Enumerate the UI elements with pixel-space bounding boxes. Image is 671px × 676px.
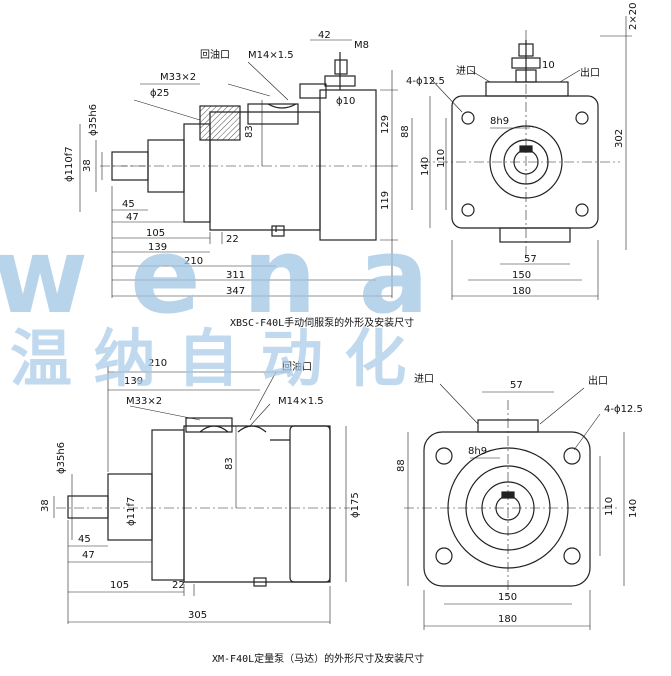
bottom-label-22: 22: [172, 580, 185, 591]
top-label-inlet: 进口: [456, 65, 476, 77]
top-label-8h9: 8h9: [490, 116, 509, 127]
top-front-bolt-hole-2: [575, 111, 589, 125]
bottom-front-bolt-hole-2: [563, 447, 581, 465]
top-label-2x20: 2×20: [628, 3, 639, 30]
top-port-boss-2: [247, 103, 299, 125]
top-label-347: 347: [226, 286, 245, 297]
top-label-phi35h6: ϕ35h6: [88, 104, 99, 136]
bottom-front-dimensions: [407, 383, 625, 630]
top-label-m8: M8: [354, 40, 369, 51]
bottom-label-110: 110: [604, 497, 615, 516]
top-endcap: [319, 89, 377, 241]
watermark-wena: wena: [0, 215, 471, 337]
top-front-bottom-boss: [499, 227, 571, 243]
top-label-holes: 4-ϕ12.5: [406, 76, 445, 87]
bottom-label-8h9: 8h9: [468, 446, 487, 457]
bottom-label-140: 140: [628, 499, 639, 518]
top-label-88: 88: [400, 125, 411, 138]
bottom-label-180: 180: [498, 614, 517, 625]
bottom-label-88: 88: [396, 459, 407, 472]
bottom-caption: XM-F40L定量泵（马达）的外形尺寸及安装尺寸: [212, 652, 424, 665]
bottom-label-83: 83: [224, 457, 235, 470]
top-label-302: 302: [614, 129, 625, 148]
top-side-dimensions: [79, 39, 398, 298]
top-label-110: 110: [436, 149, 447, 168]
bottom-label-105: 105: [110, 580, 129, 591]
top-label-83: 83: [244, 125, 255, 138]
top-label-22: 22: [226, 234, 239, 245]
top-label-105: 105: [146, 228, 165, 239]
bottom-label-210: 210: [148, 358, 167, 369]
top-label-210: 210: [184, 256, 203, 267]
bottom-label-holes: 4-ϕ12.5: [604, 404, 643, 415]
top-label-phi25: ϕ25: [150, 88, 169, 99]
bottom-side-view: [56, 417, 350, 587]
top-label-57: 57: [524, 254, 537, 265]
top-label-outlet: 出口: [580, 66, 600, 79]
watermark: wena 温 纳 自 动 化: [0, 215, 471, 395]
bottom-label-m14: M14×1.5: [278, 396, 324, 407]
top-port-boss: [199, 105, 241, 141]
bottom-flange: [151, 429, 185, 581]
bottom-front-labels: 进口 出口 57 4-ϕ12.5 8h9 88 110 140 150 180: [396, 373, 643, 625]
top-label-180: 180: [512, 286, 531, 297]
top-label-10: 10: [542, 60, 555, 71]
top-front-bolt-hole-4: [575, 203, 589, 217]
top-label-38: 38: [82, 159, 93, 172]
top-label-150: 150: [512, 270, 531, 281]
top-front-view: [420, 30, 620, 256]
top-label-42: 42: [318, 30, 331, 41]
top-label-47: 47: [126, 212, 139, 223]
bottom-side-labels: 210 139 回油口 M33×2 M14×1.5 ϕ35h6 83 ϕ11f7…: [40, 358, 361, 621]
bottom-label-outlet: 出口: [588, 374, 608, 387]
bottom-label-150: 150: [498, 592, 517, 603]
top-label-139: 139: [148, 242, 167, 253]
bottom-label-57: 57: [510, 380, 523, 391]
top-label-140: 140: [420, 157, 431, 176]
top-front-labels: 进口 出口 4-ϕ12.5 10 8h9 88 140 110 302 2×20…: [400, 3, 639, 297]
bottom-front-view: [404, 400, 620, 598]
bottom-label-phi175: ϕ175: [350, 492, 361, 518]
top-label-45: 45: [122, 199, 135, 210]
bottom-label-45: 45: [78, 534, 91, 545]
bottom-label-oil-return: 回油口: [282, 360, 312, 373]
top-label-phi110f7: ϕ110f7: [64, 146, 75, 182]
top-label-m14: M14×1.5: [248, 50, 294, 61]
top-label-119: 119: [380, 191, 391, 210]
bottom-body: [183, 425, 331, 583]
bottom-front-bolt-hole-4: [563, 547, 581, 565]
top-label-129: 129: [380, 115, 391, 134]
bottom-endcap: [289, 425, 331, 583]
bottom-label-phi11f7: ϕ11f7: [126, 497, 137, 526]
top-front-bolt-hole-3: [461, 203, 475, 217]
top-side-labels: 回油口 M14×1.5 42 M8 M33×2 ϕ25 ϕ10 83 ϕ35h6…: [64, 30, 391, 297]
bottom-label-139: 139: [124, 376, 143, 387]
bottom-front-bolt-hole-3: [435, 547, 453, 565]
top-front-bolt-hole-1: [461, 111, 475, 125]
top-label-m33: M33×2: [160, 72, 196, 83]
bottom-shaft: [67, 495, 109, 519]
bottom-side-dimensions: [53, 366, 347, 624]
top-front-top-boss: [485, 81, 569, 97]
bottom-label-inlet: 进口: [414, 373, 434, 385]
bottom-label-phi35h6: ϕ35h6: [56, 442, 67, 474]
top-caption: XBSC-F40L手动伺服泵的外形及安装尺寸: [230, 316, 414, 329]
bottom-port-boss: [185, 417, 233, 433]
bottom-label-m33: M33×2: [126, 396, 162, 407]
bottom-label-305: 305: [188, 610, 207, 621]
top-label-oil-return: 回油口: [200, 48, 230, 61]
bottom-front-bolt-hole-1: [435, 447, 453, 465]
top-label-phi10: ϕ10: [336, 96, 355, 107]
bottom-label-38: 38: [40, 499, 51, 512]
top-front-dimensions: [411, 16, 632, 300]
watermark-chinese: 温 纳 自 动 化: [10, 322, 406, 395]
bottom-label-47: 47: [82, 550, 95, 561]
top-side-view: [100, 52, 380, 241]
top-label-311: 311: [226, 270, 245, 281]
